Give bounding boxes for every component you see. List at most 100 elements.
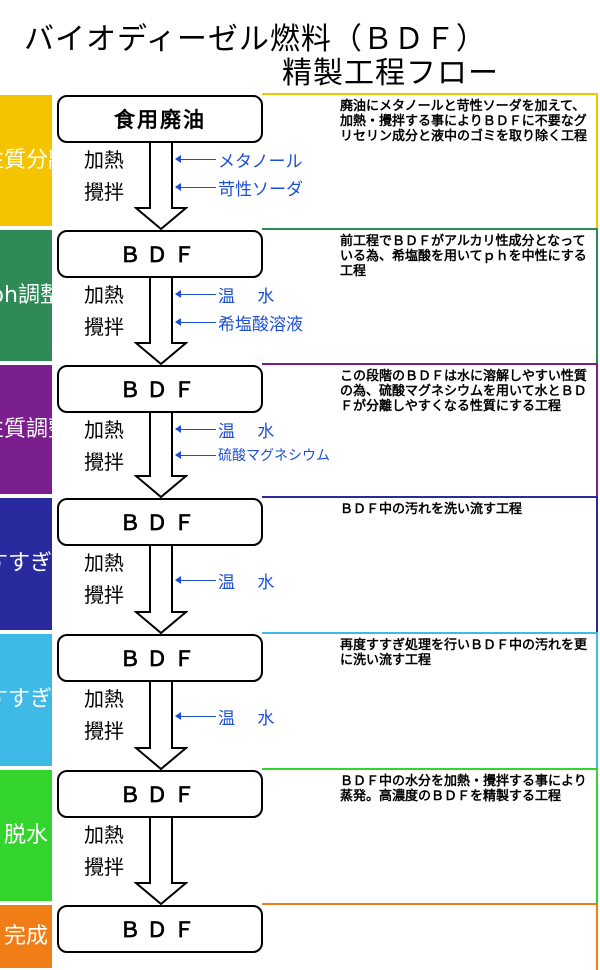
stage-label: すすぎ1 (0, 498, 66, 630)
stage-label-char: す (0, 547, 8, 581)
additive-label: 温 水 (218, 573, 275, 593)
title-line-2: 精製工程フロー (282, 56, 499, 91)
stage-description: ＢＤＦ中の汚れを洗い流す工程 (340, 502, 523, 517)
stage-description: この段階のＢＤＦは水に溶解しやすい性質の為、硫酸マグネシウムを用いて水とＢＤＦが… (340, 369, 587, 414)
flow-arrow-shape (134, 141, 188, 230)
description-frame (262, 228, 598, 363)
additive-label: メタノール (218, 152, 303, 172)
additive-input: 苛性ソーダ (175, 175, 303, 200)
arrow-left-icon (175, 183, 216, 191)
stage-description: 廃油にメタノールと苛性ソーダを加えて、加熱・攪拌する事によりＢＤＦに不要なグリセ… (340, 99, 588, 144)
arrow-left-icon (175, 290, 216, 298)
process-label: 加熱 (84, 283, 124, 307)
material-box: ＢＤＦ (57, 230, 263, 278)
description-frame (262, 632, 598, 768)
stage-label: 性質調整 (0, 365, 70, 494)
process-label: 加熱 (84, 418, 124, 442)
flow-arrow-shape (134, 816, 188, 905)
arrow-left-icon (175, 576, 216, 584)
additive-input: 温 水 (175, 282, 275, 307)
additive-input: 温 水 (175, 417, 275, 442)
additive-label: 温 水 (218, 709, 275, 729)
arrow-left-icon (175, 155, 216, 163)
process-label: 攪拌 (84, 583, 124, 607)
stage-label: 性質分離 (0, 95, 70, 226)
stage-7: 完成 ＢＤＦ (0, 903, 600, 970)
stage-description: 前工程でＢＤＦがアルカリ性成分となっている為、希塩酸を用いてｐｈを中性にする工程 (340, 234, 587, 279)
description-frame (262, 93, 598, 228)
additive-label: 硫酸マグネシウム (218, 448, 330, 464)
stage-label-char: す (8, 687, 31, 712)
stage-label-char: ぎ (30, 551, 53, 576)
stage-5: すすぎ2再度すすぎ処理を行いＢＤＦ中の汚れを更に洗い流す工程ＢＤＦ加熱攪拌温 水 (0, 632, 600, 770)
additive-label: 温 水 (218, 422, 275, 442)
stage-label: ph調整 (0, 230, 62, 361)
stage-label-char: 離 (48, 147, 71, 173)
stage-label-char: ぎ (30, 687, 53, 712)
description-frame (262, 496, 598, 632)
stage-label-char: 整 (48, 416, 71, 442)
flow-arrow-down-icon (134, 544, 188, 634)
arrow-left-icon (175, 450, 216, 459)
flow-arrow-shape (134, 544, 188, 634)
stage-label-char: 2 (52, 687, 67, 712)
arrow-left-icon (175, 318, 216, 326)
arrow-left-icon (175, 712, 216, 720)
material-box: ＢＤＦ (57, 498, 263, 546)
stage-2: ph調整 前工程でＢＤＦがアルカリ性成分となっている為、希塩酸を用いてｐｈを中性に… (0, 228, 600, 365)
flow-arrow-down-icon (134, 276, 188, 365)
process-label: 加熱 (84, 551, 124, 575)
additive-input: メタノール (175, 147, 303, 172)
process-label: 攪拌 (84, 855, 124, 879)
additive-label: 苛性ソーダ (218, 180, 303, 200)
stage-label-char: 調 (26, 416, 49, 442)
process-label: 攪拌 (84, 180, 124, 204)
additive-input: 硫酸マグネシウム (175, 445, 330, 465)
material-box: ＢＤＦ (57, 905, 263, 953)
stage-label-char: 性 (0, 413, 4, 447)
process-label: 攪拌 (84, 315, 124, 339)
stage-label-char: す (8, 551, 31, 576)
additive-label: 希塩酸溶液 (218, 315, 303, 335)
flow-arrow-shape (134, 411, 188, 498)
stage-1: 性質分離 廃油にメタノールと苛性ソーダを加えて、加熱・攪拌する事によりＢＤＦに不要… (0, 93, 600, 230)
flow-arrow-down-icon (134, 680, 188, 770)
process-label: 加熱 (84, 687, 124, 711)
stage-label-char: 質 (3, 147, 26, 173)
stage-label: すすぎ2 (0, 634, 66, 766)
stage-label: 脱水 (0, 770, 52, 901)
flow-arrow-down-icon (134, 141, 188, 230)
stage-label-char: 調 (17, 282, 40, 308)
stage-label-char: ph (0, 282, 18, 308)
flow-arrow-down-icon (134, 816, 188, 905)
process-label: 加熱 (84, 823, 124, 847)
stage-label-char: 分 (26, 147, 49, 173)
arrow-left-icon (175, 425, 216, 433)
flow-arrow-shape (134, 276, 188, 365)
stage-label-char: 1 (52, 551, 67, 576)
title-line-1: バイオディーゼル燃料（ＢＤＦ） (24, 22, 487, 57)
additive-input: 温 水 (175, 704, 275, 729)
stage-label-char: 整 (39, 282, 62, 308)
stage-3: 性質調整 この段階のＢＤＦは水に溶解しやすい性質の為、硫酸マグネシウムを用いて水と… (0, 363, 600, 498)
stage-description: ＢＤＦ中の水分を加熱・攪拌する事により蒸発。高濃度のＢＤＦを精製する工程 (340, 774, 587, 804)
description-frame (262, 363, 598, 496)
stage-label-char: 質 (3, 416, 26, 442)
stage-label-char: 完成 (3, 923, 48, 949)
description-frame (262, 768, 598, 903)
additive-input: 希塩酸溶液 (175, 310, 303, 335)
additive-label: 温 水 (218, 287, 275, 307)
additive-input: 温 水 (175, 568, 275, 593)
stage-description: 再度すすぎ処理を行いＢＤＦ中の汚れを更に洗い流す工程 (340, 638, 588, 668)
stage-label-char: 脱 (3, 822, 26, 848)
process-label: 攪拌 (84, 719, 124, 743)
stage-label-char: 性 (0, 144, 4, 178)
process-label: 攪拌 (84, 450, 124, 474)
flow-arrow-shape (134, 680, 188, 770)
material-box: ＢＤＦ (57, 365, 263, 413)
stage-label: 完成 (0, 905, 52, 968)
process-label: 加熱 (84, 148, 124, 172)
material-box: 食用廃油 (57, 95, 263, 143)
